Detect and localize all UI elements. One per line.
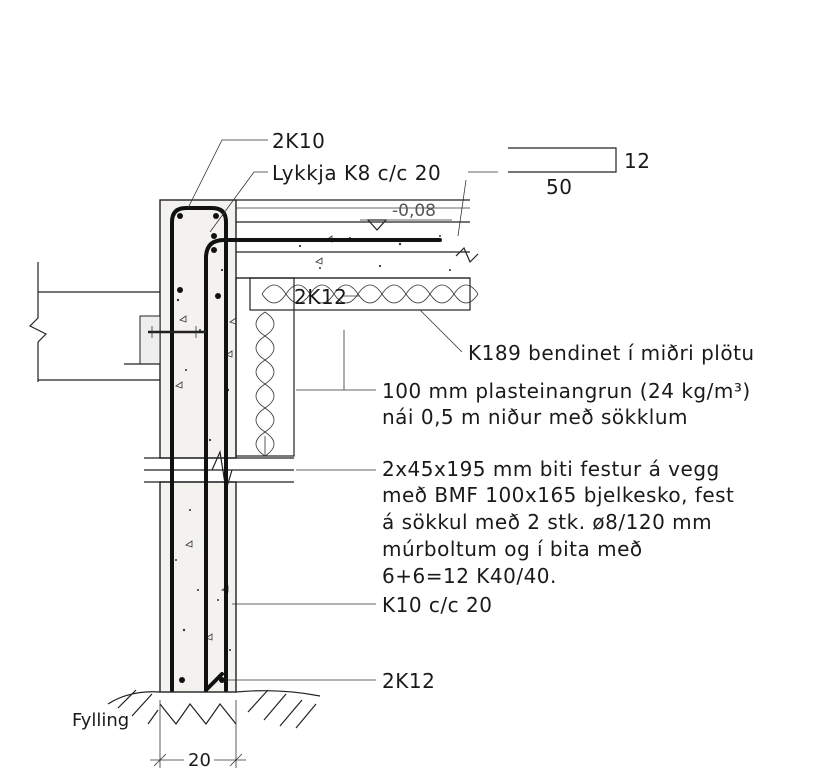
label-beam-3: á sökkul með 2 stk. ø8/120 mm [382,510,712,534]
label-insulation-1: 100 mm plasteinangrun (24 kg/m³) [382,379,751,403]
reinforcement [170,206,442,692]
label-mesh: K189 bendinet í miðri plötu [468,341,755,365]
label-stirrup-height: 12 [624,149,650,173]
label-stirrup: Lykkja K8 c/c 20 [272,161,441,185]
label-width: 20 [188,750,211,769]
level-marker [360,219,452,231]
label-slab-bars: 2K12 [294,285,347,309]
label-insulation-2: nái 0,5 m niður með sökklum [382,405,688,429]
label-fill: Fylling [72,710,129,731]
label-vertical-bars: K10 c/c 20 [382,593,492,617]
label-level: -0,08 [392,201,436,221]
foundation-wall [144,199,294,693]
label-top-bar: 2K10 [272,129,325,153]
stirrup-sketch [508,147,617,173]
label-beam-5: 6+6=12 K40/40. [382,564,557,588]
label-beam-2: með BMF 100x165 bjelkesko, fest [382,483,734,507]
label-beam-1: 2x45x195 mm biti festur á vegg [382,457,720,481]
insulation [235,277,479,457]
label-beam-4: múrboltum og í bita með [382,537,643,561]
annotation-labels: 2K10 Lykkja K8 c/c 20 12 50 -0,08 2K12 K… [72,129,755,769]
label-stirrup-length: 50 [546,175,572,199]
label-bottom-bars: 2K12 [382,669,435,693]
ground-hatch [107,689,321,729]
timber-beam [28,262,206,382]
leader-lines [150,139,498,768]
